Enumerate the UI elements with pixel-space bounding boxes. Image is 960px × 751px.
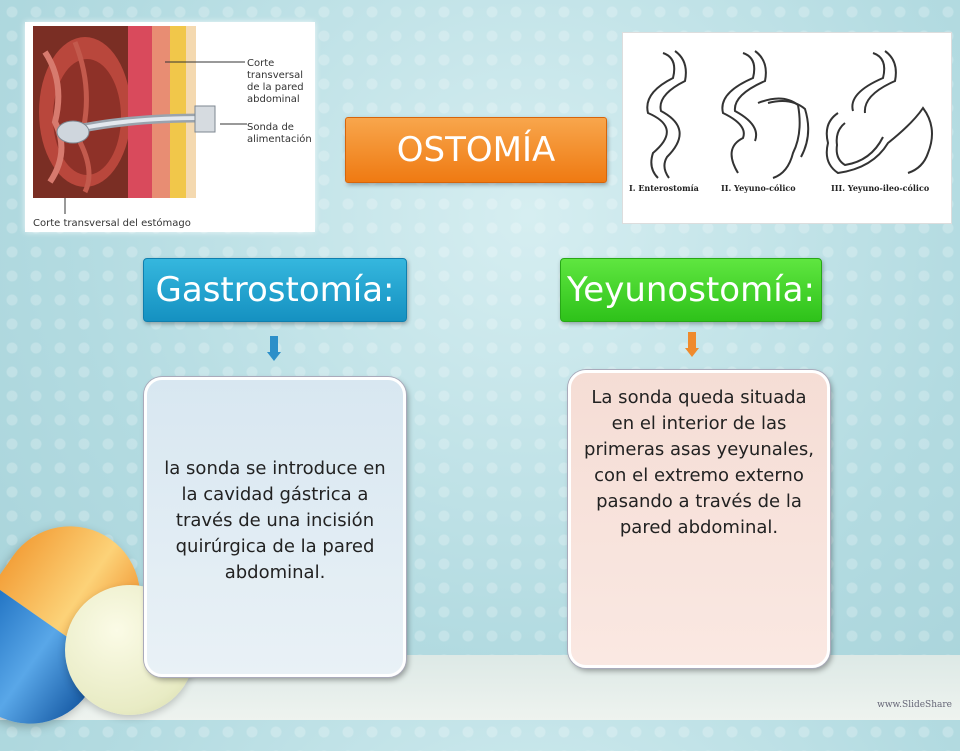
caption-enterostomia: I. Enterostomía (629, 183, 699, 193)
caption-yeyuno-ileo-colico: III. Yeyuno-ileo-cólico (831, 183, 930, 193)
gastrostomia-description: la sonda se introduce en la cavidad gást… (164, 458, 386, 583)
caption-yeyuno-colico: II. Yeyuno-cólico (721, 183, 796, 193)
abdominal-wall-label: Corte transversal de la pared abdominal (247, 58, 304, 105)
yeyunostomia-description: La sonda queda situada en el interior de… (584, 387, 814, 538)
yeyunostomia-description-box: La sonda queda situada en el interior de… (568, 370, 830, 668)
down-arrow-icon (267, 336, 281, 362)
feeding-tube-label: Sonda de alimentación (247, 122, 312, 145)
intestine-drawings (646, 50, 933, 179)
yeyunostomia-heading: Yeyunostomía: (560, 258, 822, 322)
gastrostomia-description-box: la sonda se introduce en la cavidad gást… (144, 377, 406, 677)
down-arrow-icon (685, 332, 699, 358)
gastrostomia-heading: Gastrostomía: (143, 258, 407, 322)
footer-watermark: www.SlideShare (877, 700, 952, 710)
jejunostomy-types-illustration: I. Enterostomía II. Yeyuno-cólico III. Y… (622, 32, 952, 224)
gastrostomy-illustration: Corte transversal de la pared abdominal … (25, 22, 315, 232)
page-title: OSTOMÍA (345, 117, 607, 183)
stomach-section-label: Corte transversal del estómago (33, 218, 191, 229)
stomach-wall-drawing (33, 26, 247, 214)
